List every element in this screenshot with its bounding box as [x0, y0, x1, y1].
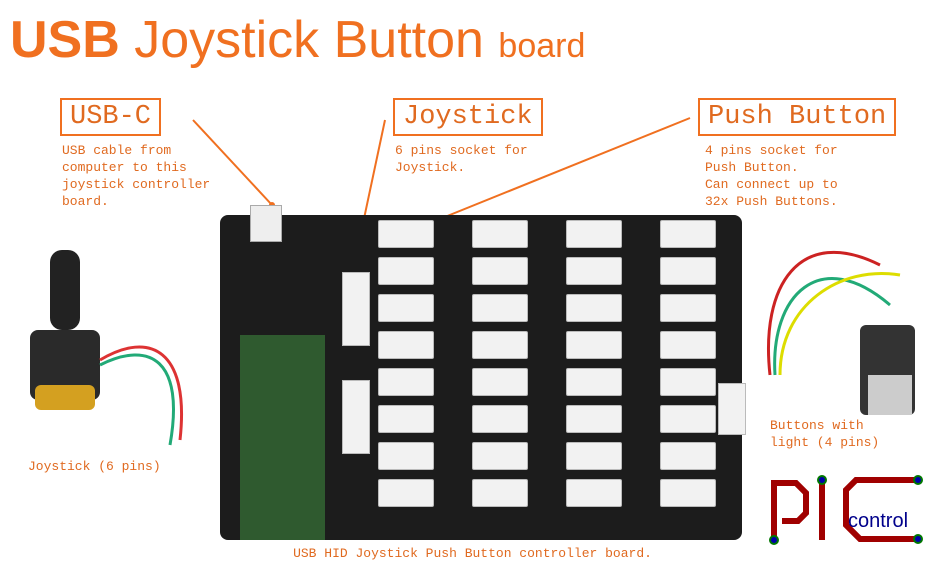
- push-button-socket: [566, 405, 622, 433]
- push-button-socket: [378, 479, 434, 507]
- push-button-socket: [378, 368, 434, 396]
- push-button-socket: [660, 331, 716, 359]
- push-button-socket: [566, 294, 622, 322]
- joystick-socket: [342, 272, 370, 346]
- push-button-socket: [472, 257, 528, 285]
- push-button-socket: [378, 405, 434, 433]
- push-button-socket: [660, 442, 716, 470]
- push-button-socket: [660, 257, 716, 285]
- joystick-image: [30, 250, 183, 446]
- push-button-socket: [472, 220, 528, 248]
- push-button-socket: [566, 257, 622, 285]
- push-button-note: 4 pins socket for Push Button. Can conne…: [705, 143, 838, 209]
- push-button-socket: [378, 257, 434, 285]
- push-button-socket: [378, 220, 434, 248]
- push-button-socket: [660, 220, 716, 248]
- page-title: USB Joystick Button board: [10, 11, 586, 69]
- board-caption: USB HID Joystick Push Button controller …: [293, 546, 652, 561]
- usb-c-label: USB-C: [60, 98, 162, 136]
- push-button-socket: [472, 442, 528, 470]
- push-button-socket: [472, 368, 528, 396]
- push-button-socket: [566, 220, 622, 248]
- push-button-label: Push Button: [698, 98, 897, 136]
- aux-socket: [718, 383, 746, 435]
- push-button-socket: [566, 368, 622, 396]
- usb-c-note: USB cable from computer to this joystick…: [62, 143, 211, 209]
- push-button-socket: [472, 479, 528, 507]
- push-button-socket: [378, 331, 434, 359]
- push-button-image: [767, 251, 915, 415]
- push-button-socket: [472, 331, 528, 359]
- pic-control-logo: control: [769, 475, 923, 545]
- buttons-caption: Buttons with light (4 pins): [770, 418, 880, 450]
- controller-board-image: [220, 215, 746, 540]
- push-button-socket: [660, 479, 716, 507]
- push-button-socket: [660, 294, 716, 322]
- push-button-socket: [472, 405, 528, 433]
- push-button-socket: [378, 294, 434, 322]
- push-button-socket: [660, 405, 716, 433]
- joystick-socket: [342, 380, 370, 454]
- push-button-socket: [566, 479, 622, 507]
- logo-sub-text: control: [848, 510, 908, 532]
- push-button-socket: [566, 331, 622, 359]
- push-button-socket: [660, 368, 716, 396]
- microcontroller-module: [240, 335, 325, 540]
- push-button-socket: [566, 442, 622, 470]
- usb-connector: [250, 205, 282, 242]
- push-button-socket: [472, 294, 528, 322]
- joystick-caption: Joystick (6 pins): [28, 459, 161, 474]
- joystick-label: Joystick: [393, 98, 543, 136]
- push-button-socket: [378, 442, 434, 470]
- joystick-note: 6 pins socket for Joystick.: [395, 143, 528, 175]
